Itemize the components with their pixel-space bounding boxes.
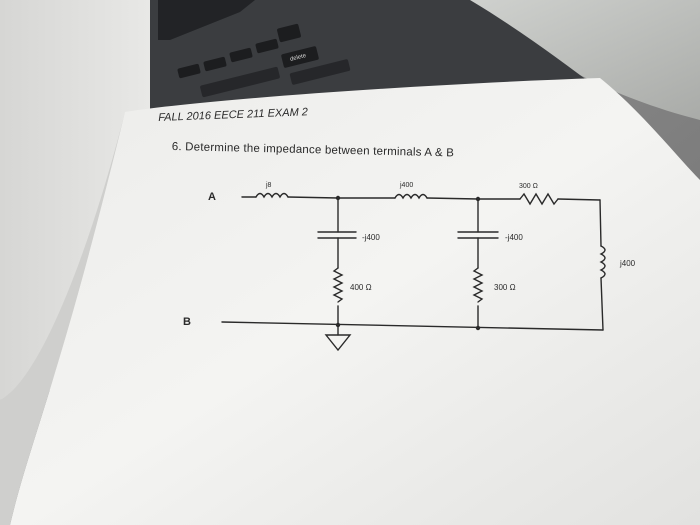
delete-key	[281, 46, 319, 68]
junction-dot	[335, 195, 341, 201]
capacitor-left-label: -j400	[362, 233, 380, 242]
wire	[599, 199, 602, 247]
circuit-diagram	[221, 192, 606, 352]
laptop-hinge	[158, 0, 255, 40]
resistor-top-300-label: 300 Ω	[519, 183, 538, 190]
junction-dot	[475, 196, 481, 202]
ground-symbol	[324, 334, 352, 352]
capacitor-middle-label: -j400	[505, 233, 523, 242]
wire	[221, 321, 604, 331]
key	[255, 38, 279, 54]
junction-dot	[475, 325, 481, 331]
resistor-left-400-label: 400 Ω	[350, 283, 372, 292]
junction-dot	[335, 322, 341, 328]
inductor-top-j400-label: j400	[399, 182, 413, 189]
inductor-right-j400-label: j400	[619, 259, 636, 268]
key	[229, 47, 253, 63]
inductor-right-j400	[599, 245, 606, 279]
page-shadow	[0, 112, 125, 525]
wire	[287, 196, 339, 199]
resistor-left-400	[332, 267, 344, 303]
inductor-top-j400	[394, 193, 428, 200]
keyboard	[177, 23, 351, 98]
key	[289, 59, 351, 85]
wire	[600, 277, 604, 331]
power-key	[277, 23, 301, 43]
wire	[426, 197, 479, 200]
key	[177, 63, 201, 79]
resistor-middle-300	[472, 267, 484, 303]
resistor-top-300	[519, 192, 559, 206]
junction-dots	[335, 195, 481, 331]
inductor-j8-label: j8	[265, 182, 272, 189]
terminal-a-label: A	[208, 191, 216, 203]
inductor-j8	[255, 192, 289, 199]
exam-paper	[10, 78, 700, 525]
key	[200, 66, 280, 98]
resistor-middle-300-label: 300 Ω	[494, 283, 516, 292]
key	[203, 56, 227, 72]
wire	[557, 198, 601, 201]
terminal-b-label: B	[183, 316, 191, 328]
